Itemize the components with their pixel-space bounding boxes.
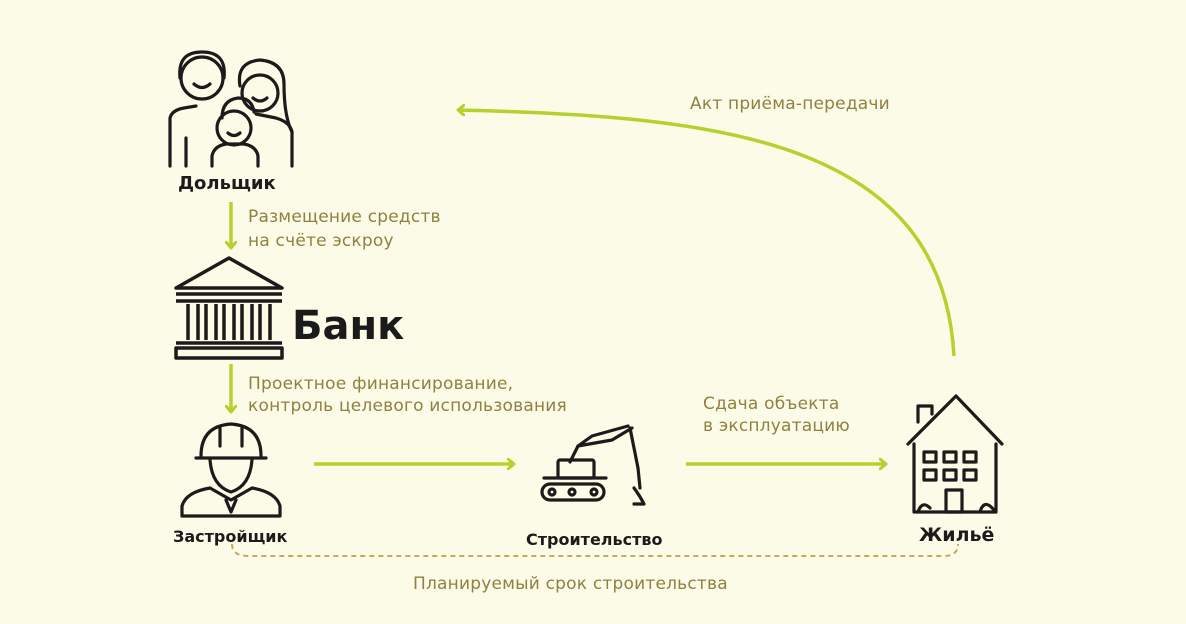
handover-note-line1: Сдача объекта [703,394,840,414]
construction-label: Строительство [526,530,663,549]
developer-label: Застройщик [173,527,288,546]
family-icon [168,50,294,168]
handover-note-line2: в эксплуатацию [703,416,850,436]
escrow-note-line1: Размещение средств [248,207,441,227]
worker-icon [180,422,282,518]
shareholder-label: Дольщик [178,173,276,194]
bank-icon [174,256,284,360]
bank-label: Банк [292,303,405,349]
escrow-note-line2: на счёте эскроу [248,231,394,251]
financing-note-line1: Проектное финансирование, [248,374,514,394]
financing-note-line2: контроль целевого использования [248,396,567,416]
excavator-icon [540,424,646,506]
acceptance-arrow [458,110,956,357]
house-icon [906,394,1004,514]
housing-label: Жильё [919,524,995,546]
timeline-note: Планируемый срок строительства [413,574,728,594]
acceptance-note: Акт приёма-передачи [690,94,890,114]
timeline-bracket [231,543,959,557]
